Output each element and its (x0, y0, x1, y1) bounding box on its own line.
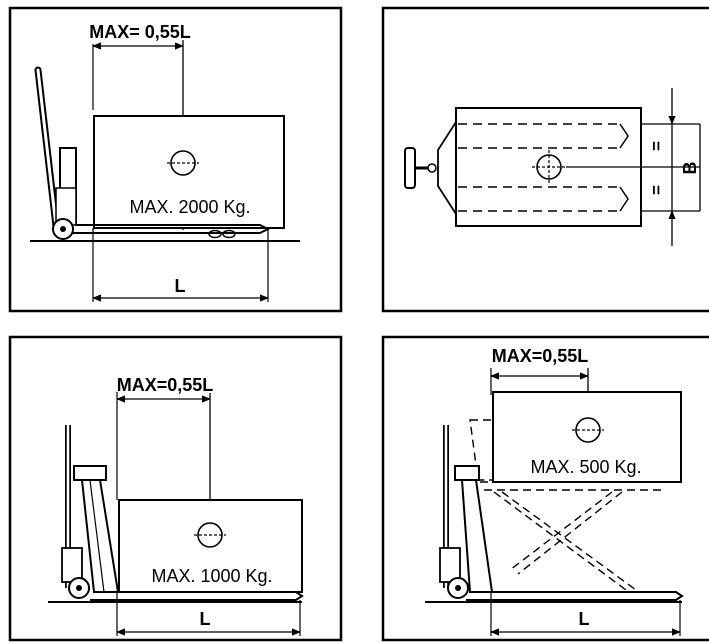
pallet-truck-icon (34, 66, 271, 240)
capacity-label: MAX. 1000 Kg. (151, 566, 272, 586)
width-label: B (680, 162, 700, 175)
panel-frame (381, 6, 709, 313)
panel-top-left: MAX= 0,55L MAX. 2000 Kg. L (8, 6, 343, 313)
stacker-truck-icon (61, 425, 304, 601)
length-label: L (200, 609, 211, 629)
handle-icon (404, 147, 437, 189)
equal-mark-top: = (647, 141, 666, 151)
load-box (492, 391, 682, 483)
panel-bottom-left: MAX=0,55L MAX. 1000 Kg. L (8, 335, 343, 642)
max-dimension-label: MAX=0,55L (117, 375, 214, 395)
panel-frame (8, 335, 343, 642)
load-box (118, 499, 303, 593)
equal-mark-bottom: = (647, 185, 666, 195)
length-label: L (579, 609, 590, 629)
panel-frame (381, 335, 709, 642)
panel-top-right: = = B (381, 6, 709, 313)
panel-frame (8, 6, 343, 313)
max-dimension-label: MAX= 0,55L (89, 22, 191, 42)
max-dimension-label: MAX=0,55L (492, 346, 589, 366)
load-box (93, 115, 285, 229)
forks-dashed (458, 123, 620, 212)
length-label: L (175, 276, 186, 296)
panel-bottom-right: MAX=0,55L MAX. 500 Kg. (381, 335, 709, 642)
capacity-label: MAX. 500 Kg. (530, 457, 641, 477)
capacity-label: MAX. 2000 Kg. (129, 197, 250, 217)
scissor-truck-icon (439, 425, 684, 601)
